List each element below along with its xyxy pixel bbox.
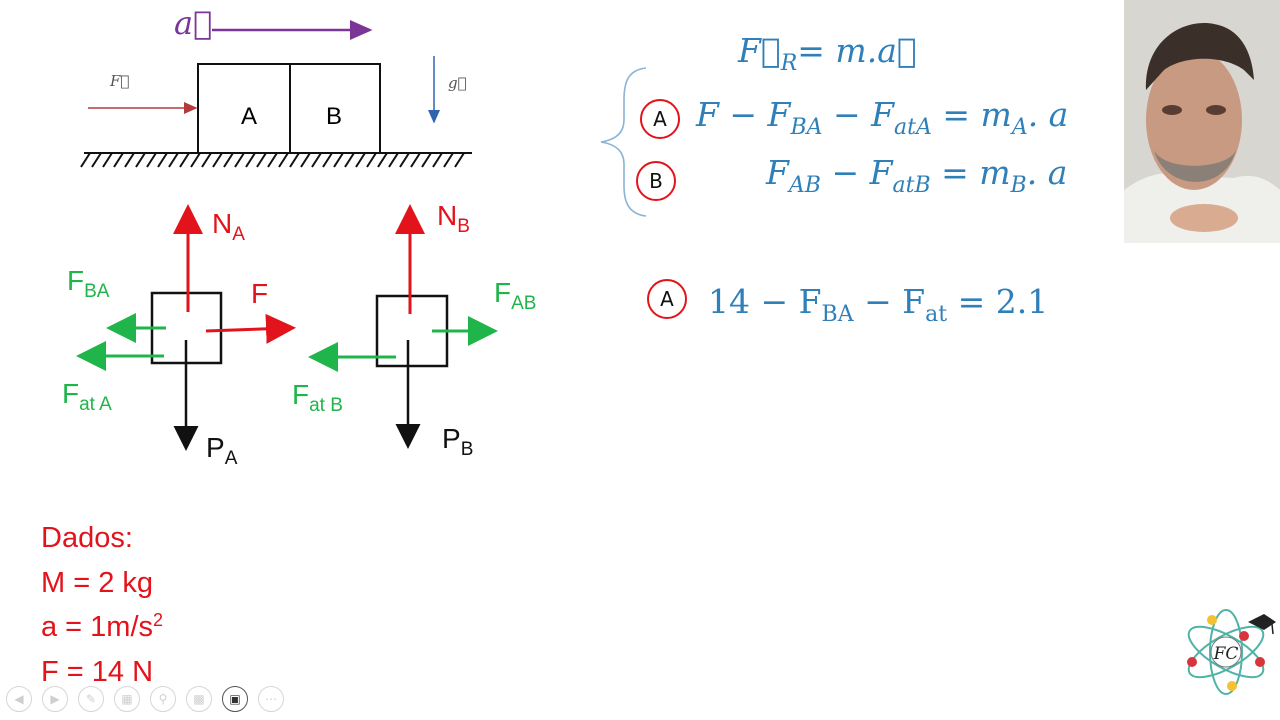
given-data-title: Dados:	[41, 522, 133, 554]
friction-b-label: Fat B	[292, 379, 343, 416]
next-slide-button[interactable]: ▶	[42, 686, 68, 712]
more-options-button[interactable]: ⋯	[258, 686, 284, 712]
normal-a-label: NA	[212, 208, 245, 245]
block-b	[289, 63, 381, 154]
weight-a-label: PA	[206, 432, 238, 469]
normal-b-label: NB	[437, 200, 470, 237]
gravity-label: g⃗	[448, 74, 467, 92]
given-force: F = 14 N	[41, 655, 154, 688]
equation-block-a: F − FBA − FatA = mA. a	[696, 95, 1069, 140]
friction-a-label: Fat A	[62, 378, 112, 415]
slides-overview-button[interactable]: ▦	[114, 686, 140, 712]
equation-block-a-numeric: 14 − FBA − Fat = 2.1	[708, 282, 1049, 327]
pen-tool-button[interactable]: ✎	[78, 686, 104, 712]
block-b-label: B	[326, 103, 342, 130]
given-mass: M = 2 kg	[41, 566, 154, 599]
contact-ab-label: FAB	[494, 277, 537, 314]
marker-a-circle: A	[640, 99, 680, 139]
contact-ba-label: FBA	[67, 265, 110, 302]
ground	[80, 152, 472, 168]
screen-button[interactable]: ▩	[186, 686, 212, 712]
fbd-block-a	[76, 204, 296, 451]
equation-block-b: FAB − FatB = mB. a	[766, 153, 1068, 198]
weight-b-label: PB	[442, 423, 474, 460]
fc-logo: FC	[1187, 609, 1276, 695]
presenter-video	[1124, 0, 1280, 243]
acceleration-label: a⃗	[174, 4, 213, 42]
applied-force-small-label: F⃗	[110, 72, 130, 90]
system-brace	[600, 67, 647, 217]
marker-a-numeric-circle: A	[647, 279, 687, 319]
fbd-block-b	[308, 204, 498, 449]
given-data: Dados: M = 2 kg a = 1m/s2 F = 14 N	[41, 516, 163, 694]
previous-slide-button[interactable]: ◀	[6, 686, 32, 712]
webcam-overlay	[1124, 0, 1280, 243]
zoom-button[interactable]: ⚲	[150, 686, 176, 712]
block-a-label: A	[241, 103, 257, 130]
fc-logo-text: FC	[1213, 644, 1239, 664]
camera-button[interactable]: ▣	[222, 686, 248, 712]
block-a	[197, 63, 291, 154]
equation-newton-second-law: F⃗R= m.a⃗	[738, 31, 917, 76]
given-acceleration: a = 1m/s2	[41, 610, 164, 643]
marker-b-circle: B	[636, 161, 676, 201]
applied-force-fbd-arrow	[205, 313, 296, 344]
applied-force-label: F	[251, 278, 269, 309]
